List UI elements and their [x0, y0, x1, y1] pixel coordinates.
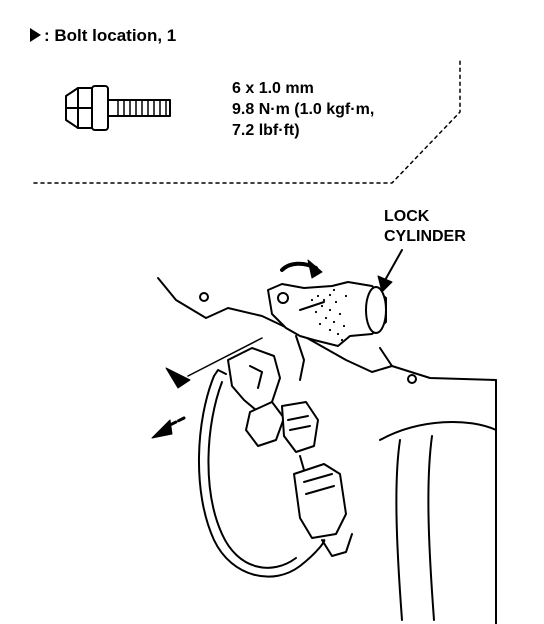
- spec-callout-box: [33, 57, 461, 184]
- bolt-location-heading: : Bolt location, 1: [30, 26, 176, 46]
- connector-lower: [293, 463, 353, 557]
- key-cylinder-body: [267, 281, 387, 347]
- lock-cylinder-leader: [383, 249, 403, 283]
- leader-arrowhead: [377, 275, 393, 293]
- bolt-location-marker-icon: [30, 28, 41, 42]
- bolt-torque-line1: 9.8 N·m (1.0 kgf·m,: [232, 101, 375, 118]
- rotate-arrowhead: [307, 259, 323, 279]
- removal-arrowhead: [151, 419, 173, 439]
- wire-harness: [198, 369, 326, 578]
- lock-cylinder-label-line1: LOCK: [384, 208, 430, 225]
- bolt-size: 6 x 1.0 mm: [232, 80, 314, 97]
- bolt-location-marker: [165, 367, 191, 389]
- bolt-torque-line2: 7.2 lbf·ft): [232, 122, 300, 139]
- connector-upper: [245, 401, 319, 453]
- bolt-location-label: : Bolt location, 1: [44, 26, 177, 45]
- bolt-icon: [65, 85, 171, 131]
- switch-housing: [227, 335, 305, 411]
- cylinder-shading: [310, 288, 348, 342]
- lock-cylinder-label-line2: CYLINDER: [384, 228, 466, 245]
